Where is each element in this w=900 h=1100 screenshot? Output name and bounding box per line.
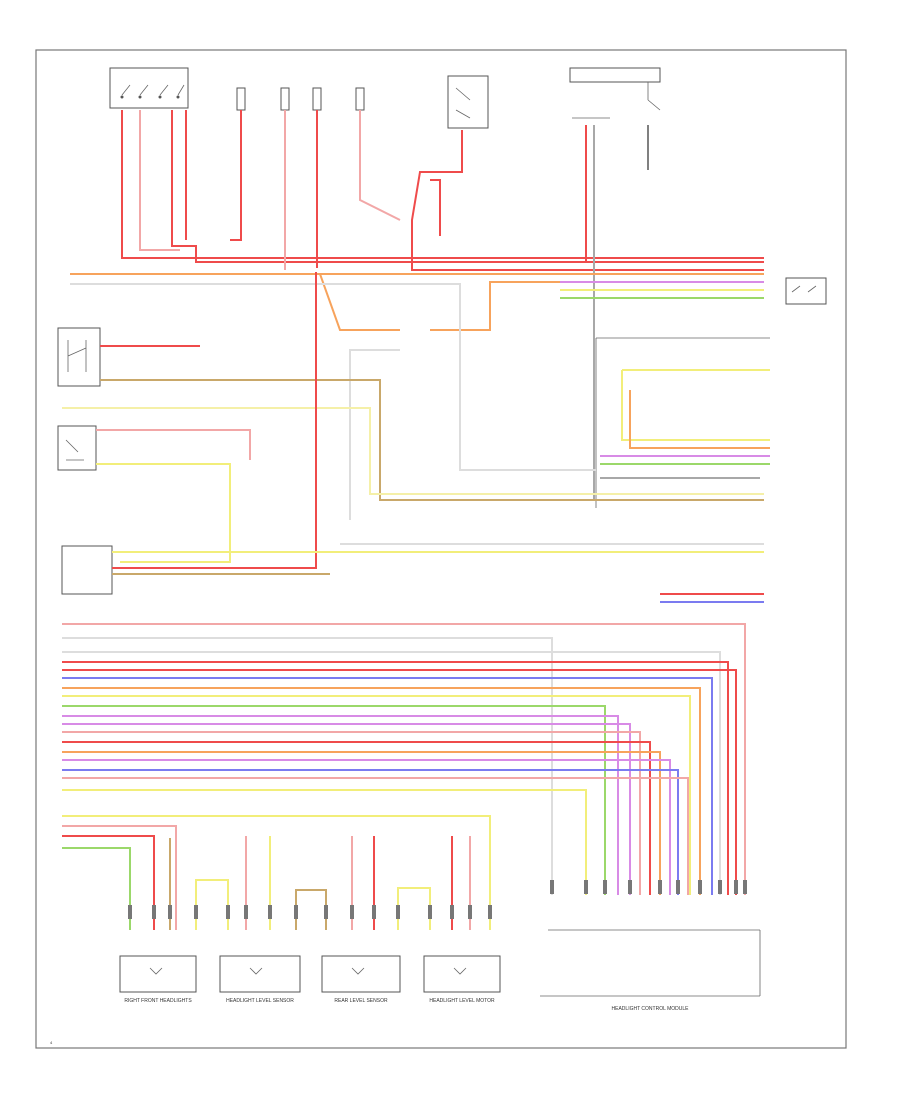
connector-stubs	[128, 880, 747, 919]
bus-wires	[62, 623, 746, 895]
component-label-2: HEADLIGHT LEVEL SENSOR	[226, 998, 294, 1004]
light-switch-box	[109, 67, 189, 109]
top-components	[109, 67, 661, 129]
switch-contacts	[121, 84, 185, 96]
component-label-4: HEADLIGHT LEVEL MOTOR	[429, 998, 495, 1004]
left-relay-box	[57, 327, 101, 387]
page-number: 4	[50, 1040, 53, 1045]
right-front-headlights: RIGHT FRONT HEADLIGHTS	[119, 955, 197, 1004]
rear-level-sensor: REAR LEVEL SENSOR	[321, 955, 401, 1004]
component-label-1: RIGHT FRONT HEADLIGHTS	[124, 998, 192, 1004]
headlight-level-sensor: HEADLIGHT LEVEL SENSOR	[219, 955, 301, 1004]
fuse-group-top	[236, 75, 489, 129]
headlight-level-motor: HEADLIGHT LEVEL MOTOR	[423, 955, 501, 1004]
bottom-components: RIGHT FRONT HEADLIGHTS HEADLIGHT LEVEL S…	[119, 929, 761, 1012]
component-label-3: REAR LEVEL SENSOR	[334, 998, 388, 1004]
lamp-control-box	[61, 545, 113, 595]
headlight-control-module: HEADLIGHT CONTROL MODULE	[540, 929, 761, 1012]
top-wires	[70, 110, 764, 520]
right-components	[595, 277, 827, 508]
right-relay-box	[57, 425, 97, 471]
diagram-frame	[35, 49, 847, 1049]
right-connector-box	[785, 277, 827, 305]
bottom-wires	[62, 815, 491, 930]
module-label: HEADLIGHT CONTROL MODULE	[612, 1006, 690, 1012]
top-right-module	[569, 67, 661, 83]
middle-wires	[62, 272, 770, 603]
left-components	[57, 327, 113, 595]
